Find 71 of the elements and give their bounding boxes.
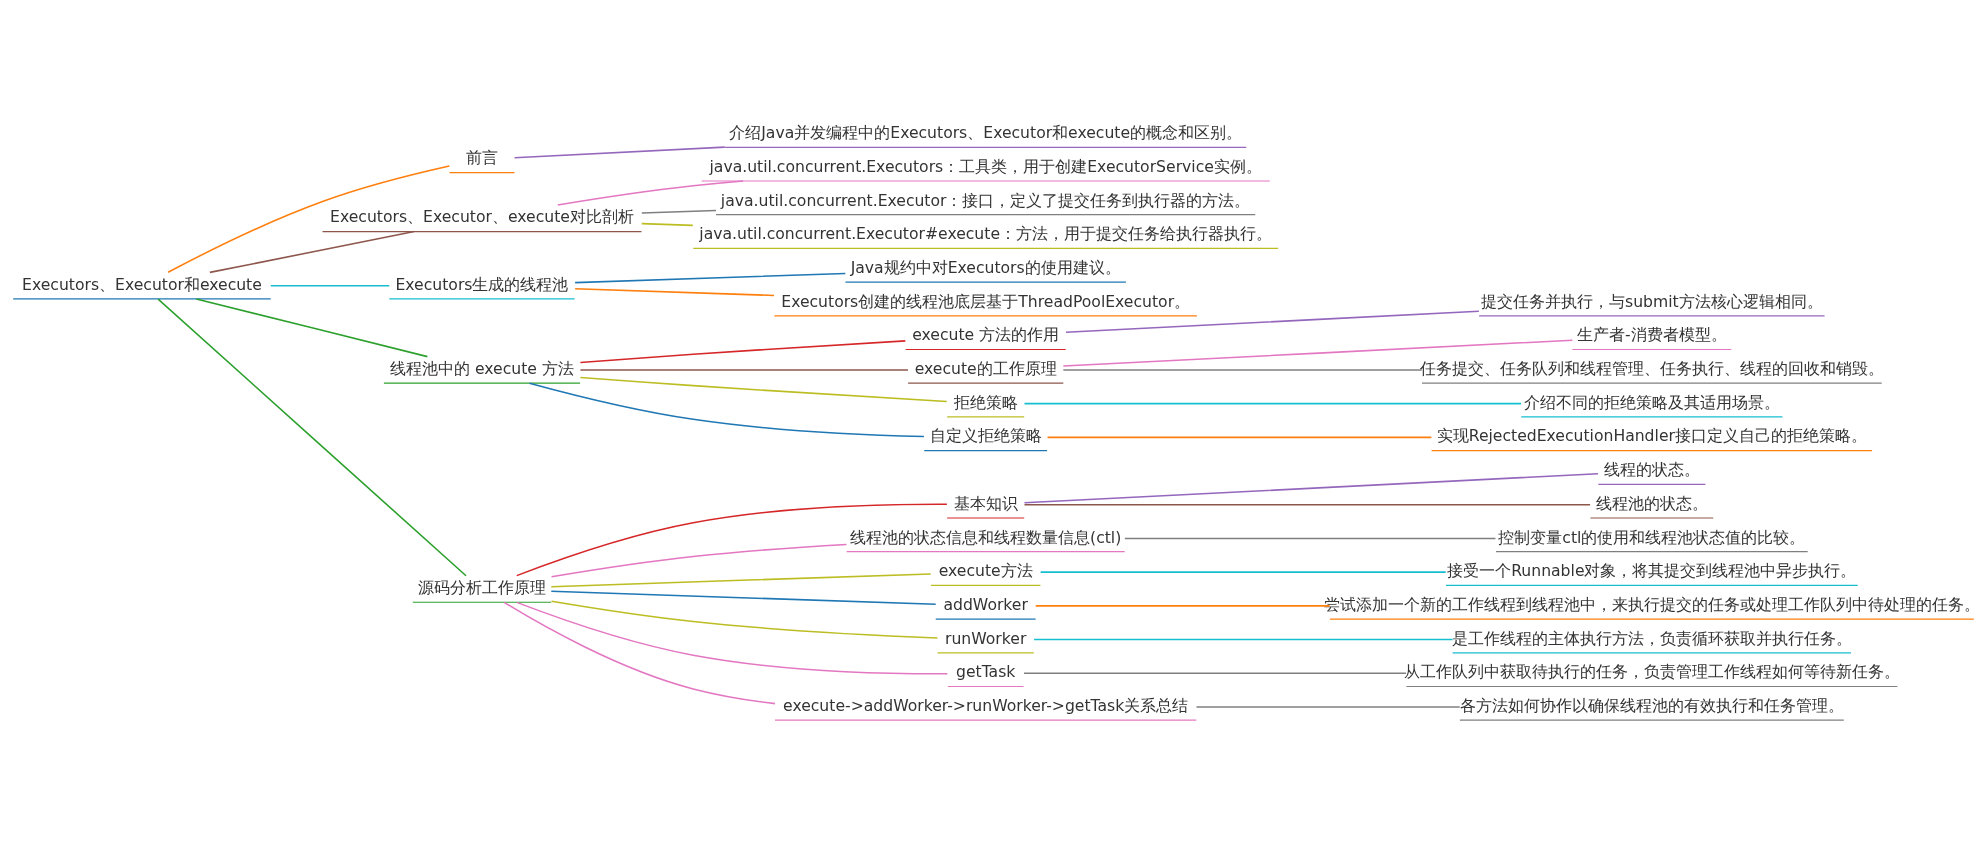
connector (641, 209, 717, 214)
node-text: 线程池的状态。 (1595, 493, 1708, 513)
node-text: getTask (955, 662, 1016, 682)
connector (1124, 537, 1497, 540)
node-text: 前言 (465, 148, 498, 168)
connector (195, 298, 429, 358)
node-text: 生产者-消费者模型。 (1577, 325, 1727, 345)
node-text: 任务提交、任务队列和线程管理、任务执行、线程的回收和销毁。 (1419, 359, 1884, 379)
node-text: runWorker (945, 628, 1027, 648)
connector (1065, 310, 1480, 333)
connector (557, 180, 744, 206)
node-text: Executors、Executor和execute (22, 274, 262, 294)
node-text: execute->addWorker->runWorker->getTask关系总结 (783, 696, 1189, 716)
connector (1039, 571, 1447, 573)
connector (1195, 706, 1461, 708)
node-text: 实现RejectedExecutionHandler接口定义自己的拒绝策略。 (1436, 426, 1867, 446)
node-text: 从工作队列中获取待执行的任务，负责管理工作线程如何等待新任务。 (1403, 662, 1900, 682)
connector (515, 503, 948, 577)
node-text: 介绍不同的拒绝策略及其适用场景。 (1523, 392, 1780, 412)
node-text: execute的工作原理 (914, 359, 1057, 379)
node-text: 接受一个Runnable对象，将其提交到线程池中异步执行。 (1447, 561, 1857, 581)
connector (1062, 369, 1423, 371)
node-text: java.util.concurrent.Executor#execute：方法，用于提交任务给执行器执行。 (699, 224, 1273, 244)
connector (641, 222, 694, 227)
node-text: addWorker (943, 594, 1028, 614)
node-text: execute方法 (938, 561, 1033, 581)
node-text: 提交任务并执行，与submit方法核心逻辑相同。 (1481, 291, 1823, 311)
connector (1034, 605, 1331, 607)
node-text: Executors、Executor、execute对比剖析 (330, 207, 634, 227)
node-text: 是工作线程的主体执行方法，负责循环获取并执行任务。 (1451, 628, 1852, 648)
node-text: execute 方法的作用 (912, 325, 1060, 345)
node-text: java.util.concurrent.Executor：接口，定义了提交任务到执行器的方法。 (720, 190, 1251, 210)
connector (1023, 402, 1522, 405)
connector (1023, 503, 1591, 506)
node-text: 各方法如何协作以确保线程池的有效执行和任务管理。 (1459, 696, 1844, 716)
connector (209, 230, 415, 274)
node-text: 源码分析工作原理 (417, 578, 546, 598)
node-text: 介绍Java并发编程中的Executors、Executor和execute的概念和区别。 (729, 123, 1243, 143)
connector (528, 382, 925, 438)
connector (574, 272, 847, 284)
node-text: 线程池的状态信息和线程数量信息(ctl) (850, 527, 1122, 547)
node-text: 控制变量ctl的使用和线程池状态值的比较。 (1498, 527, 1806, 547)
node-text: 线程池中的 execute 方法 (390, 359, 574, 379)
node-text: java.util.concurrent.Executors：工具类，用于创建ExecutorService实例。 (709, 156, 1262, 176)
connector (157, 298, 467, 577)
connector (579, 340, 907, 364)
connector (1023, 472, 1599, 504)
connector (579, 376, 948, 403)
connector (550, 600, 939, 639)
connector (550, 573, 932, 588)
connector (513, 146, 726, 159)
connector (167, 165, 451, 273)
connector (270, 284, 391, 287)
connector (1062, 339, 1574, 367)
node-text: 拒绝策略 (953, 392, 1018, 412)
connector (574, 288, 775, 297)
connector (1033, 638, 1454, 641)
connector (579, 369, 909, 371)
connector (1046, 436, 1433, 439)
connector (503, 601, 776, 705)
connector (1023, 672, 1407, 675)
node-text: Executors生成的线程池 (395, 274, 569, 294)
node-text: 基本知识 (953, 493, 1018, 513)
node-text: 自定义拒绝策略 (929, 426, 1042, 446)
node-text: 尝试添加一个新的工作线程到线程池中，来执行提交的任务或处理工作队列中待处理的任务。 (1323, 594, 1980, 614)
node-text: 线程的状态。 (1603, 460, 1700, 480)
connector (550, 543, 848, 578)
node-text: Java规约中对Executors的使用建议。 (850, 257, 1121, 277)
connector (515, 601, 949, 675)
node-text: Executors创建的线程池底层基于ThreadPoolExecutor。 (781, 291, 1191, 311)
connector (550, 590, 937, 605)
